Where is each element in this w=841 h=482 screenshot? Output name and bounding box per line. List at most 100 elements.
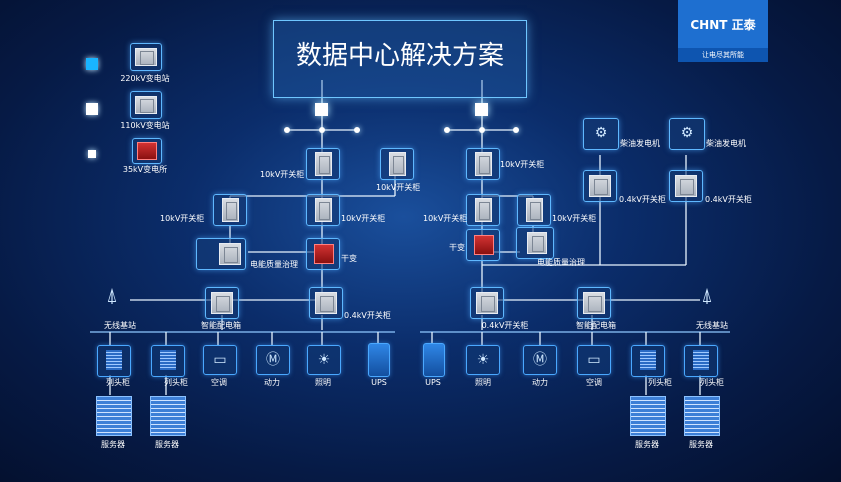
switchgear-10kv-left-top [306, 148, 340, 180]
server-rack-icon [150, 396, 186, 436]
motor-icon: Ⓜ [533, 352, 547, 368]
bus-dot [284, 127, 290, 133]
label-base-station: 无线基站 [104, 321, 136, 330]
server-rack-icon [630, 396, 666, 436]
power-quality-right [516, 227, 554, 259]
bus-dot [444, 127, 450, 133]
switchgear-10kv-right-side [517, 194, 551, 226]
title-panel: 数据中心解决方案 [273, 20, 527, 98]
load-aircon-left: ▭ [203, 345, 237, 375]
label-switchgear-10kv: 10kV开关柜 [552, 214, 597, 223]
legend-label-110kv: 110kV变电站 [120, 121, 170, 130]
load-rack-left-1 [97, 345, 131, 377]
label-diesel-generator: 柴油发电机 [706, 139, 746, 148]
server-rack-icon [684, 396, 720, 436]
smart-distribution-box-right [577, 287, 611, 319]
label-switchgear-10kv: 10kV开关柜 [500, 160, 545, 169]
label-base-station: 无线基站 [696, 321, 728, 330]
load-ups-left [368, 343, 390, 377]
logo-name: CHNT 正泰 [690, 18, 756, 32]
rack-icon [693, 350, 709, 370]
label-switchgear-10kv: 10kV开关柜 [376, 183, 421, 192]
cell-tower-icon-left: ⍋ [106, 283, 118, 307]
switchgear-10kv-right-top [466, 148, 500, 180]
legend-marker-35kv [88, 150, 96, 158]
load-rack-right-2 [684, 345, 718, 377]
label-power-quality: 电能质量治理 [537, 258, 585, 267]
power-quality-left [196, 238, 246, 270]
load-motor-left: Ⓜ [256, 345, 290, 375]
transformer-left [306, 238, 340, 270]
server-label: 服务器 [101, 440, 125, 449]
label-switchgear-04kv: 0.4kV开关柜 [481, 321, 529, 330]
load-label: 照明 [475, 378, 491, 387]
substation-220kv-icon [130, 43, 162, 71]
load-label: 列头柜 [164, 378, 188, 387]
incoming-node-left [315, 103, 328, 116]
rack-icon [640, 350, 656, 370]
transformer-right [466, 229, 500, 261]
switchgear-04kv-gen1 [583, 170, 617, 202]
label-smart-distribution: 智能配电箱 [576, 321, 616, 330]
load-label: UPS [371, 378, 387, 387]
load-label: 列头柜 [106, 378, 130, 387]
load-ups-right [423, 343, 445, 377]
rack-icon [106, 350, 122, 370]
label-switchgear-04kv: 0.4kV开关柜 [344, 311, 391, 320]
label-switchgear-04kv: 0.4kV开关柜 [619, 195, 666, 204]
load-label: 列头柜 [700, 378, 724, 387]
load-aircon-right: ▭ [577, 345, 611, 375]
logo-slogan: 让电尽其所能 [678, 48, 768, 62]
bus-dot [319, 127, 325, 133]
substation-35kv-icon [132, 138, 162, 164]
lightbulb-icon: ☀ [476, 352, 490, 368]
label-switchgear-04kv: 0.4kV开关柜 [705, 195, 752, 204]
label-transformer: 干变 [449, 243, 465, 252]
switchgear-04kv-right [470, 287, 504, 319]
switchgear-10kv-right-mid [466, 194, 500, 226]
label-switchgear-10kv: 10kV开关柜 [341, 214, 386, 223]
load-label: 照明 [315, 378, 331, 387]
label-power-quality: 电能质量治理 [250, 260, 298, 269]
label-switchgear-10kv: 10kV开关柜 [260, 170, 305, 179]
server-label: 服务器 [155, 440, 179, 449]
smart-distribution-box-left [205, 287, 239, 319]
load-label: 列头柜 [648, 378, 672, 387]
generator-icon: ⚙ [680, 125, 694, 141]
motor-icon: Ⓜ [266, 352, 280, 368]
load-label: 空调 [211, 378, 227, 387]
load-lighting-right: ☀ [466, 345, 500, 375]
load-rack-right-1 [631, 345, 665, 377]
load-label: 空调 [586, 378, 602, 387]
legend-marker-220kv [86, 58, 98, 70]
generator-icon: ⚙ [594, 125, 608, 141]
air-conditioner-icon: ▭ [587, 352, 601, 368]
switchgear-10kv-center [380, 148, 414, 180]
cell-tower-icon-right: ⍋ [701, 283, 713, 307]
rack-icon [160, 350, 176, 370]
legend-label-220kv: 220kV变电站 [120, 74, 170, 83]
load-lighting-left: ☀ [307, 345, 341, 375]
server-rack-icon [96, 396, 132, 436]
diesel-generator-2: ⚙ [669, 118, 705, 150]
legend-label-35kv: 35kV变电所 [122, 165, 168, 174]
bus-dot [354, 127, 360, 133]
diesel-generator-1: ⚙ [583, 118, 619, 150]
load-motor-right: Ⓜ [523, 345, 557, 375]
load-label: 动力 [532, 378, 548, 387]
lightbulb-icon: ☀ [317, 352, 331, 368]
server-label: 服务器 [689, 440, 713, 449]
switchgear-04kv-left [309, 287, 343, 319]
legend-marker-110kv [86, 103, 98, 115]
bus-dot [479, 127, 485, 133]
load-rack-left-2 [151, 345, 185, 377]
air-conditioner-icon: ▭ [213, 352, 227, 368]
label-diesel-generator: 柴油发电机 [620, 139, 660, 148]
switchgear-10kv-left-side [213, 194, 247, 226]
switchgear-10kv-left-mid [306, 194, 340, 226]
page-title: 数据中心解决方案 [295, 41, 504, 71]
load-label: UPS [425, 378, 441, 387]
substation-110kv-icon [130, 91, 162, 119]
chnt-logo: CHNT 正泰 让电尽其所能 [678, 0, 768, 62]
